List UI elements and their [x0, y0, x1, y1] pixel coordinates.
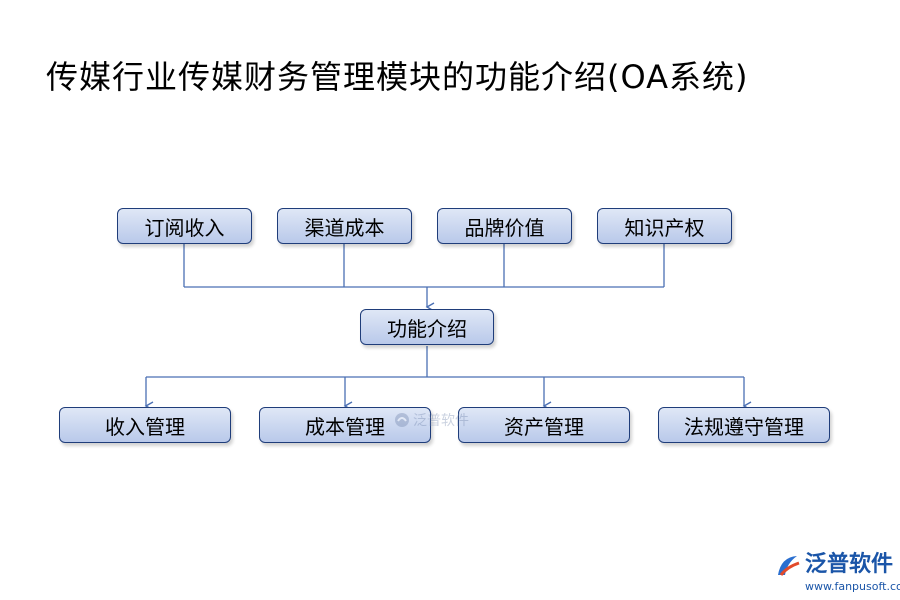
- node-revenue-management: 收入管理: [59, 407, 231, 443]
- node-function-intro: 功能介绍: [360, 309, 494, 345]
- node-intellectual-property: 知识产权: [597, 208, 732, 244]
- watermark: 泛普软件: [394, 410, 469, 430]
- node-channel-cost: 渠道成本: [277, 208, 412, 244]
- brand-logo: 泛普软件: [775, 553, 893, 579]
- brand-name: 泛普软件: [805, 552, 894, 577]
- node-subscription-revenue: 订阅收入: [117, 208, 252, 244]
- node-brand-value: 品牌价值: [437, 208, 572, 244]
- page-title: 传媒行业传媒财务管理模块的功能介绍(OA系统): [46, 58, 749, 96]
- node-compliance-management: 法规遵守管理: [658, 407, 830, 443]
- node-cost-management: 成本管理: [259, 407, 431, 443]
- fanpu-logo-icon: [778, 556, 800, 576]
- watermark-text: 泛普软件: [413, 413, 469, 429]
- node-asset-management: 资产管理: [458, 407, 630, 443]
- fanpu-logo-icon: [395, 413, 409, 427]
- brand-url: www.fanpusoft.com: [805, 580, 900, 593]
